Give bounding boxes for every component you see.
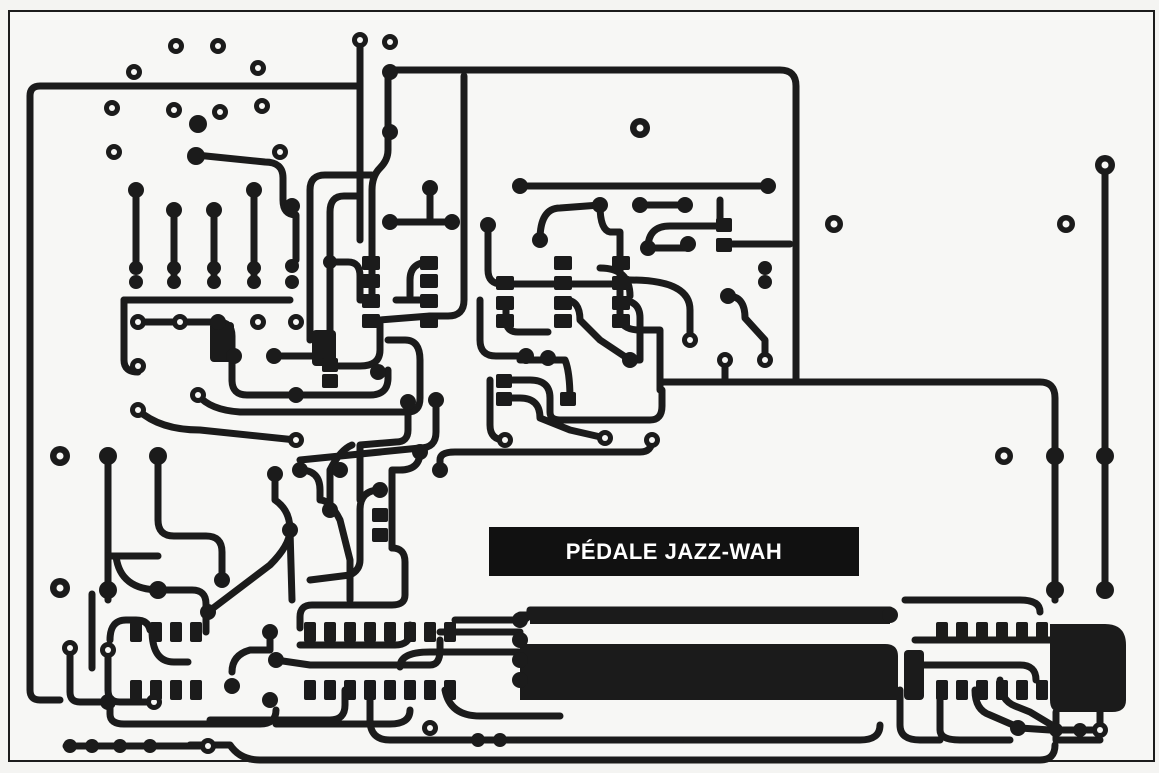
solder-pads xyxy=(50,32,1115,754)
board-title: PÉDALE JAZZ-WAH xyxy=(565,538,783,564)
ic-square-pads xyxy=(130,218,1048,700)
board-title-plate: PÉDALE JAZZ-WAH xyxy=(489,527,859,576)
ground-pour xyxy=(210,322,1126,712)
